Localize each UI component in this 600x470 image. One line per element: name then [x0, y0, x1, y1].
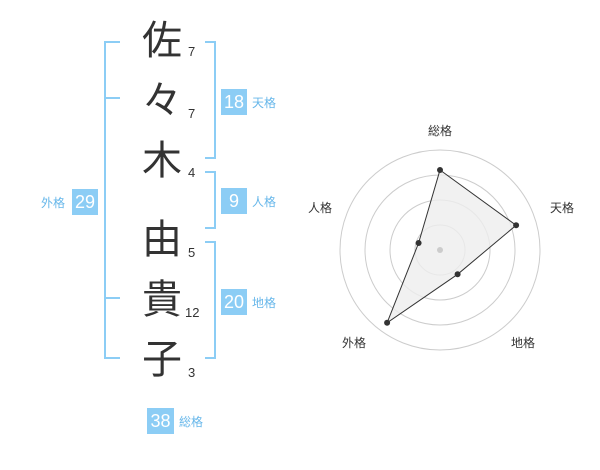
radar-point-2 — [513, 222, 520, 229]
gaikaku-bracket — [104, 41, 120, 359]
name-char-2: 々 — [142, 78, 182, 124]
stroke-count-6: 3 — [188, 365, 196, 380]
chikaku-label: 地格 — [252, 296, 277, 310]
name-char-5: 貴 — [142, 277, 182, 323]
stroke-count-1: 7 — [188, 44, 196, 59]
radar-point-5 — [415, 240, 422, 246]
jinkaku-label: 人格 — [252, 195, 277, 209]
radar-center-dot — [437, 247, 443, 253]
name-char-1: 佐 — [142, 18, 182, 64]
radar-axis-label-gaikaku: 外格 — [342, 336, 367, 350]
name-char-3: 木 — [142, 138, 182, 184]
tenkaku-value-badge: 18 — [221, 89, 247, 115]
stroke-count-4: 5 — [188, 245, 196, 260]
soukaku-label: 総格 — [179, 415, 204, 429]
name-char-4: 由 — [142, 217, 182, 263]
radar-point-4 — [384, 319, 391, 326]
radar-axis-label-chikaku: 地格 — [511, 336, 536, 350]
radar-axis-label-jinkaku: 人格 — [308, 201, 333, 215]
chikaku-value-badge: 20 — [221, 289, 247, 315]
chikaku-bracket — [205, 241, 216, 359]
gaikaku-value-badge: 29 — [72, 189, 98, 215]
radar-value-polygon — [386, 169, 517, 325]
radar-point-3 — [454, 271, 461, 278]
tenkaku-label: 天格 — [252, 96, 277, 110]
radar-axis-label-tenkaku: 天格 — [550, 201, 575, 215]
soukaku-value-badge: 38 — [147, 408, 174, 434]
name-char-6: 子 — [142, 337, 182, 383]
jinkaku-bracket — [205, 171, 216, 229]
jinkaku-value-badge: 9 — [221, 188, 247, 214]
stroke-count-5: 12 — [185, 305, 200, 320]
radar-point-1 — [437, 167, 443, 173]
radar-grid-ring-4 — [339, 149, 541, 351]
stroke-count-3: 4 — [188, 165, 196, 180]
gaikaku-label: 外格 — [41, 196, 66, 210]
tenkaku-bracket — [205, 41, 216, 159]
radar-axis-label-soukaku: 総格 — [428, 124, 453, 138]
stroke-count-2: 7 — [188, 106, 196, 121]
